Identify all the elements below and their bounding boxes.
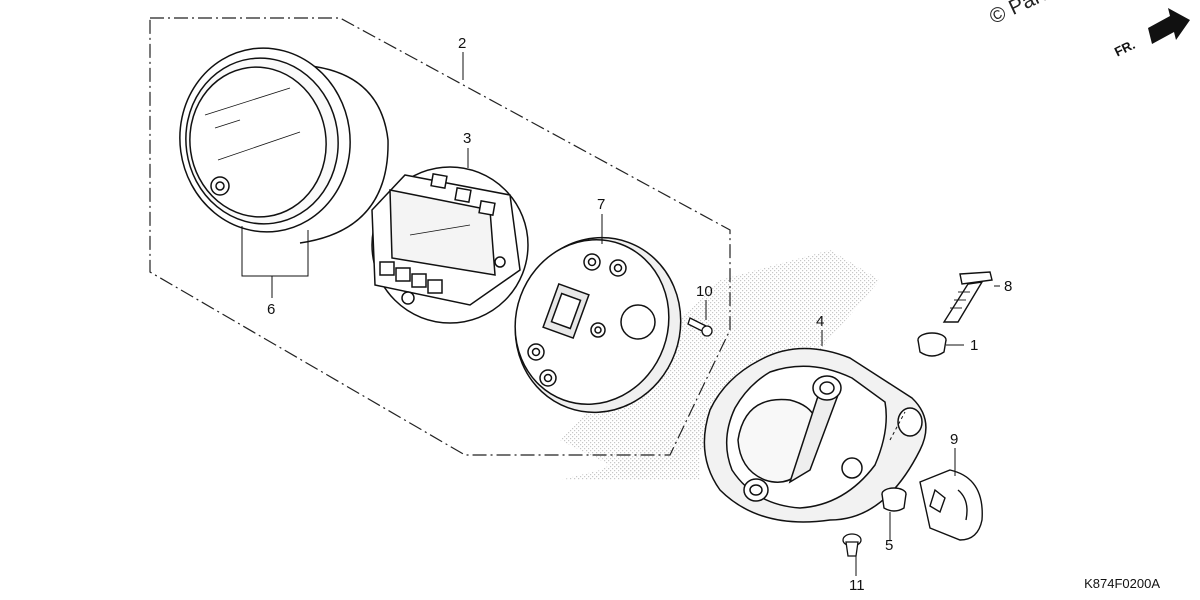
- callout-9: 9: [950, 431, 959, 448]
- callout-6: 6: [267, 301, 276, 318]
- lcd-display-unit: [371, 166, 529, 324]
- callout-5: 5: [885, 537, 894, 554]
- collar-part-5: [881, 487, 907, 512]
- arrow-right-icon: [1148, 8, 1190, 44]
- callout-4: 4: [816, 313, 825, 330]
- callout-11: 11: [849, 577, 865, 594]
- assembly-outline-part-2: [149, 17, 731, 456]
- meter-case: [514, 236, 682, 414]
- callout-7: 7: [597, 196, 606, 213]
- callout-1: 1: [970, 337, 979, 354]
- drawing-code: K874F0200A: [1084, 576, 1160, 591]
- screw-part-10: [687, 317, 713, 337]
- background-watermark-shading: [560, 250, 880, 480]
- bolt-part-8: [942, 271, 993, 323]
- callout-8: 8: [1004, 278, 1013, 295]
- callout-3: 3: [463, 130, 472, 147]
- meter-lens-cover: [179, 47, 389, 244]
- callout-2: 2: [458, 35, 467, 52]
- clip-part-9: [919, 469, 983, 541]
- leader-lines: [241, 52, 1000, 576]
- screw-part-11: [842, 533, 862, 557]
- meter-visor-housing: [703, 347, 927, 523]
- grommet-part-1: [917, 332, 947, 357]
- callout-10: 10: [696, 283, 713, 300]
